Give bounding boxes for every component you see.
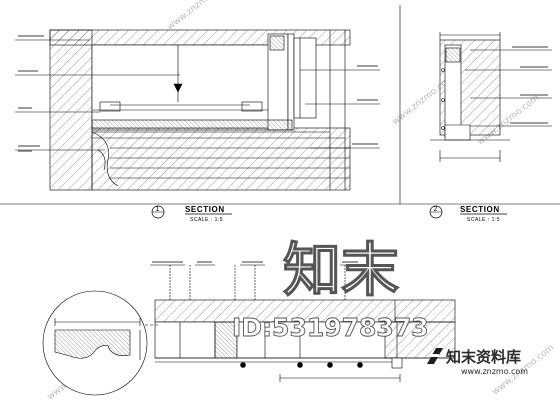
- watermark-id: ID:531978373: [232, 313, 429, 342]
- watermark-overlay: 知末 ID:531978373: [232, 235, 430, 342]
- watermark-glyphs: 知末: [283, 236, 399, 304]
- section-2-title-block: 2 SECTION SCALE : 1:5: [429, 205, 507, 223]
- bottom-section-drawing: [42, 261, 456, 396]
- sheet-dividers: [0, 5, 560, 205]
- watermark-logo: 知末资料库 www.znzmo.com: [427, 348, 528, 376]
- watermark-url: www.znzmo.com: [461, 367, 528, 376]
- section-1-title: SECTION: [185, 205, 225, 214]
- logo-icon: [427, 348, 443, 364]
- section-1-drawing: [15, 29, 380, 191]
- section-2-scale: SCALE : 1:5: [467, 217, 500, 223]
- section-2-drawing: [430, 32, 552, 162]
- watermark-diagonal-1: www.znzmo.com: [166, 0, 232, 32]
- section-1-number: 1: [156, 206, 160, 213]
- section-1-scale: SCALE : 1:5: [190, 217, 223, 223]
- watermark-brand: 知末资料库: [446, 348, 521, 366]
- section-2-number: 2: [434, 206, 438, 213]
- section-1-title-block: 1 SECTION SCALE : 1:5: [151, 205, 232, 223]
- section-2-title: SECTION: [460, 205, 500, 214]
